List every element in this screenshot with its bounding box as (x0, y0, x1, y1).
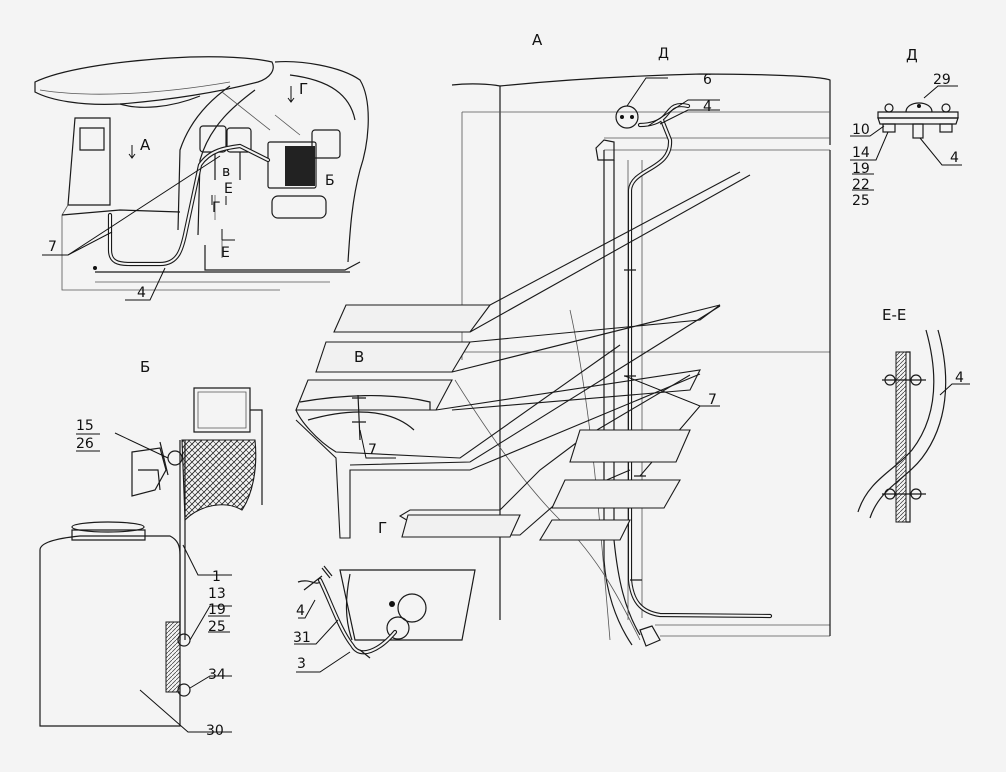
callout-4-g: 4 (296, 603, 305, 619)
callout-10: 10 (852, 122, 870, 138)
view-label-b: Б (140, 358, 150, 376)
callout-14: 14 (852, 145, 870, 161)
view-b (39, 387, 263, 733)
view-label-a-small: А (140, 136, 151, 154)
view-label-g: Г (378, 519, 387, 537)
section-e-e (857, 329, 970, 523)
callout-31: 31 (293, 630, 311, 646)
view-label-e-e: Е-Е (882, 306, 906, 324)
view-label-v: В (354, 348, 364, 366)
callout-7-v: 7 (368, 442, 377, 458)
view-v-glass (295, 171, 751, 541)
callout-1: 1 (212, 569, 221, 585)
callout-25-d: 25 (852, 193, 870, 209)
callout-detail-d: Д (658, 46, 669, 62)
callout-4-d: 4 (950, 150, 959, 166)
callout-19-b: 19 (208, 602, 226, 618)
callout-19-d: 19 (852, 161, 870, 177)
view-label-g-small2: Г (212, 200, 221, 216)
callout-underlines (76, 173, 874, 633)
callout-4-e: 4 (955, 370, 964, 386)
view-label-v-small: в (222, 164, 230, 180)
callout-13: 13 (208, 586, 226, 602)
callout-34: 34 (208, 667, 226, 683)
callout-29: 29 (933, 72, 951, 88)
overview-view (34, 56, 369, 301)
callout-3: 3 (297, 656, 306, 672)
view-label-d: Д (906, 46, 918, 64)
callout-7-a: 7 (708, 392, 717, 408)
callout-4-overview: 4 (137, 285, 146, 301)
view-g (294, 565, 476, 673)
callout-26: 26 (76, 436, 94, 452)
callout-22: 22 (852, 177, 870, 193)
view-label-e-small1: Е (224, 181, 233, 197)
view-label-b-small: Б (325, 173, 335, 189)
callout-4-a: 4 (703, 99, 712, 115)
view-label-a: А (532, 31, 543, 49)
view-a (451, 73, 831, 647)
view-label-e-small2: Е (221, 245, 230, 261)
detail-d (850, 85, 962, 166)
callout-30: 30 (206, 723, 224, 739)
callout-15: 15 (76, 418, 94, 434)
view-label-g-small: Г (299, 80, 308, 98)
callout-6: 6 (703, 72, 712, 88)
callout-25-b: 25 (208, 619, 226, 635)
callout-7-overview: 7 (48, 239, 57, 255)
